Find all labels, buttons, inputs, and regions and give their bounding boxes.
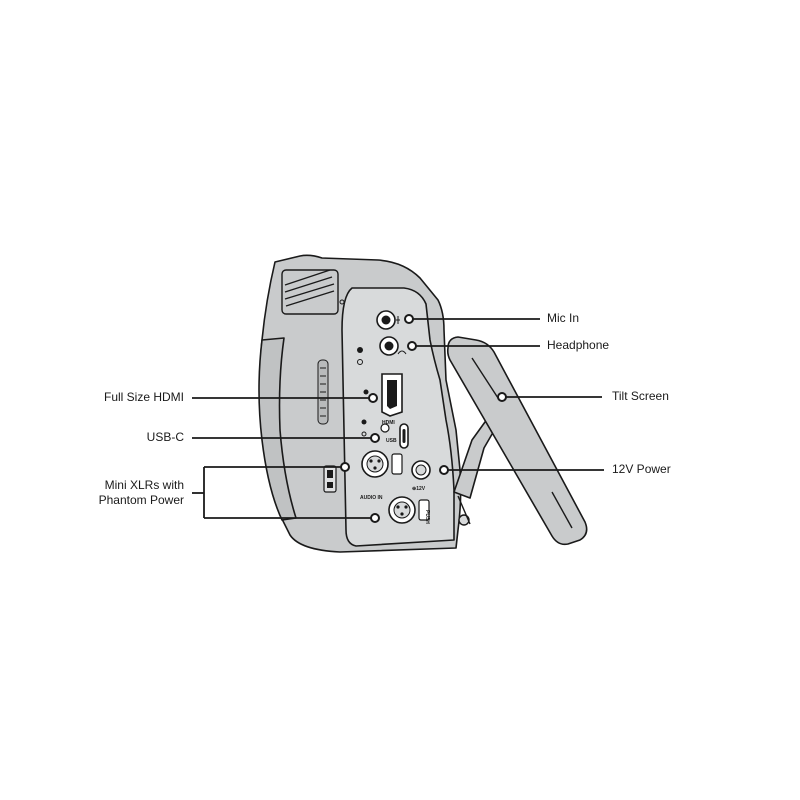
usb-mark-text: USB — [386, 438, 397, 444]
side-button — [323, 465, 337, 493]
v12-mark-text: ⊕12V — [412, 486, 426, 492]
mic-in-dot — [404, 314, 414, 324]
label-headphone: Headphone — [547, 338, 610, 352]
hdmi-dot — [368, 393, 378, 403]
usb-c-port-icon — [399, 423, 409, 449]
xlr-input-2-icon — [388, 496, 430, 524]
xlr-input-1-icon — [361, 450, 403, 478]
panel-button-icon — [380, 423, 390, 433]
headphone-dot — [407, 341, 417, 351]
leader-dots — [340, 314, 507, 523]
leader-lines — [192, 318, 604, 519]
push-mark-text: PUSH — [424, 510, 430, 524]
camera-body — [258, 254, 462, 553]
usb-c-dot — [370, 433, 380, 443]
xlr-2-dot — [370, 513, 380, 523]
label-full-size-hdmi: Full Size HDMI — [103, 390, 184, 404]
label-mini-xlrs-line2: Phantom Power — [98, 493, 184, 507]
label-mini-xlrs-line1: Mini XLRs with — [104, 478, 184, 492]
label-tilt-screen: Tilt Screen — [612, 389, 669, 403]
tilt-screen — [446, 336, 588, 546]
hdmi-port-icon — [381, 373, 403, 417]
mic-jack-icon — [376, 310, 400, 330]
label-12v-power: 12V Power — [612, 462, 671, 476]
side-grille — [317, 359, 329, 425]
tilt-screen-dot — [497, 392, 507, 402]
label-mic-in: Mic In — [547, 311, 580, 325]
xlr-1-dot — [340, 462, 350, 472]
top-vent — [281, 269, 339, 315]
hdmi-logo-text: HDMI — [382, 420, 395, 426]
power-dot — [439, 465, 449, 475]
power-12v-port-icon — [411, 460, 431, 480]
headphone-jack-icon — [379, 336, 407, 356]
label-usb-c: USB-C — [146, 430, 184, 444]
audio-in-text: AUDIO IN — [360, 495, 383, 501]
panel-dots — [339, 299, 369, 437]
